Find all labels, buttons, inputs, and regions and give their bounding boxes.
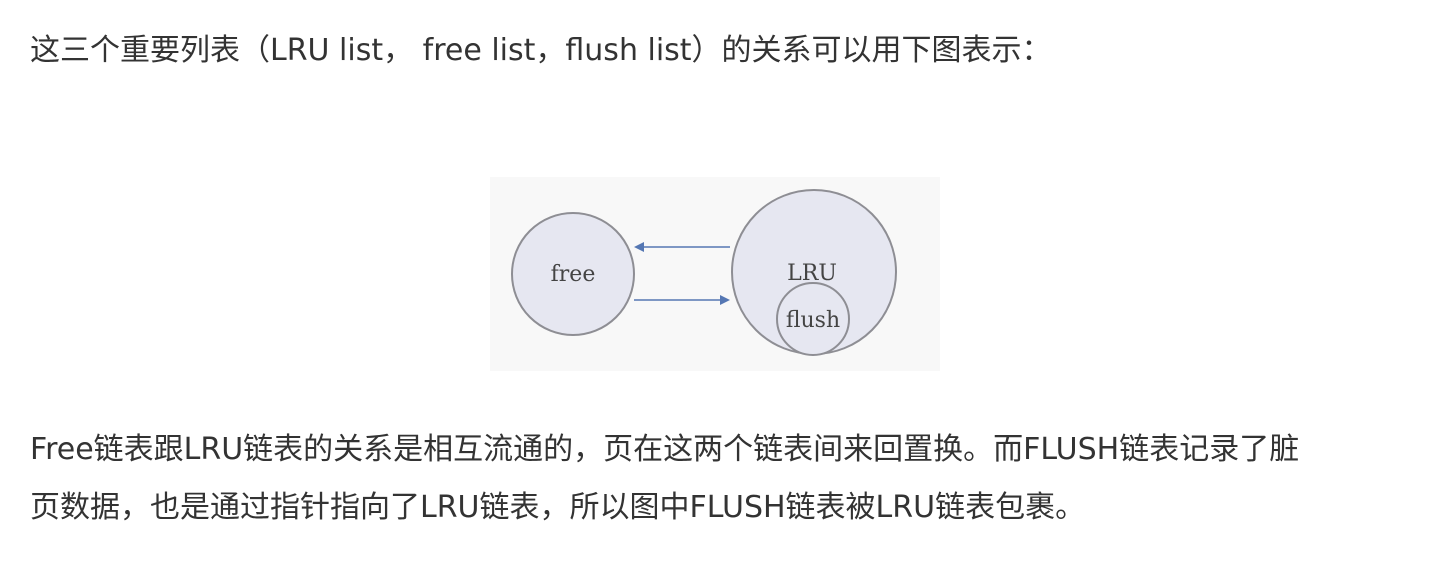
lru-list-label: LRU <box>787 261 837 286</box>
free-list-label: free <box>551 262 596 287</box>
body-paragraph-line-2: 页数据，也是通过指针指向了LRU链表，所以图中FLUSH链表被LRU链表包裹。 <box>30 490 1086 525</box>
diagram-svg: free LRU flush <box>511 189 897 356</box>
body-paragraph-line-1: Free链表跟LRU链表的关系是相互流通的，页在这两个链表间来回置换。而FLUS… <box>30 432 1300 467</box>
list-relationship-diagram: free LRU flush <box>490 177 940 371</box>
free-list-circle <box>511 212 635 336</box>
intro-paragraph: 这三个重要列表（LRU list， free list，flush list）的… <box>30 33 1052 68</box>
flush-list-label: flush <box>786 308 840 333</box>
flush-list-circle <box>776 282 850 356</box>
